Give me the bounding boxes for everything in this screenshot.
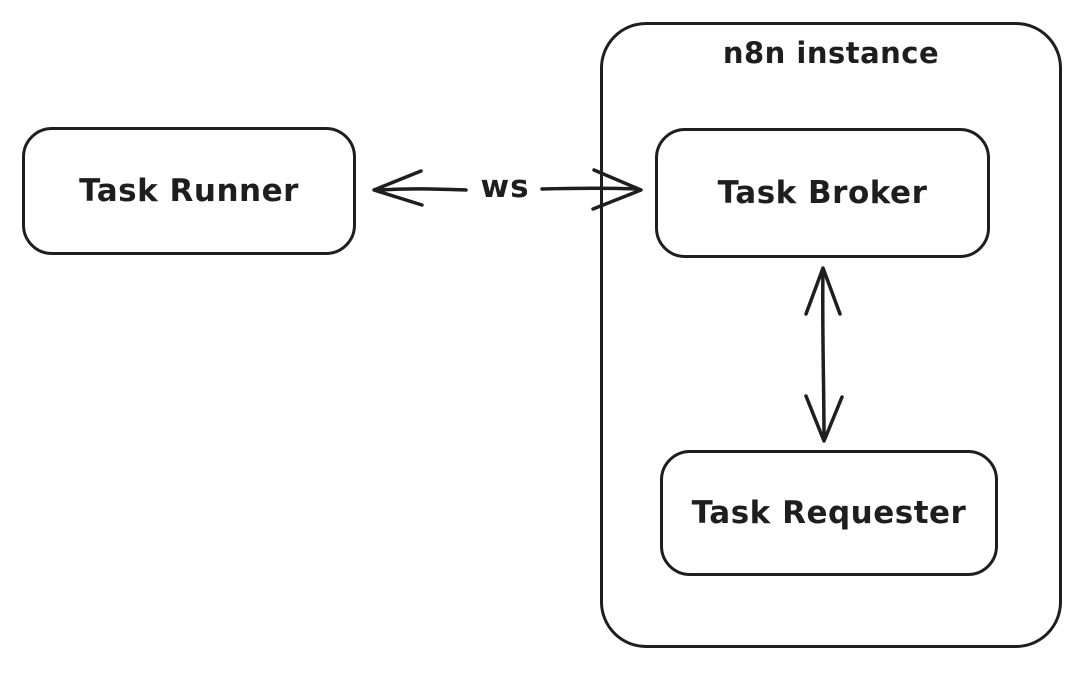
edge-label-ws: ws [470, 169, 540, 205]
node-task-runner: Task Runner [22, 127, 356, 255]
node-task-broker: Task Broker [655, 128, 990, 258]
node-task-requester: Task Requester [660, 450, 998, 576]
group-n8n-instance [600, 22, 1062, 648]
node-task-broker-label: Task Broker [717, 175, 928, 211]
group-n8n-instance-title: n8n instance [722, 36, 940, 70]
node-task-runner-label: Task Runner [79, 173, 299, 209]
node-task-requester-label: Task Requester [691, 495, 967, 531]
